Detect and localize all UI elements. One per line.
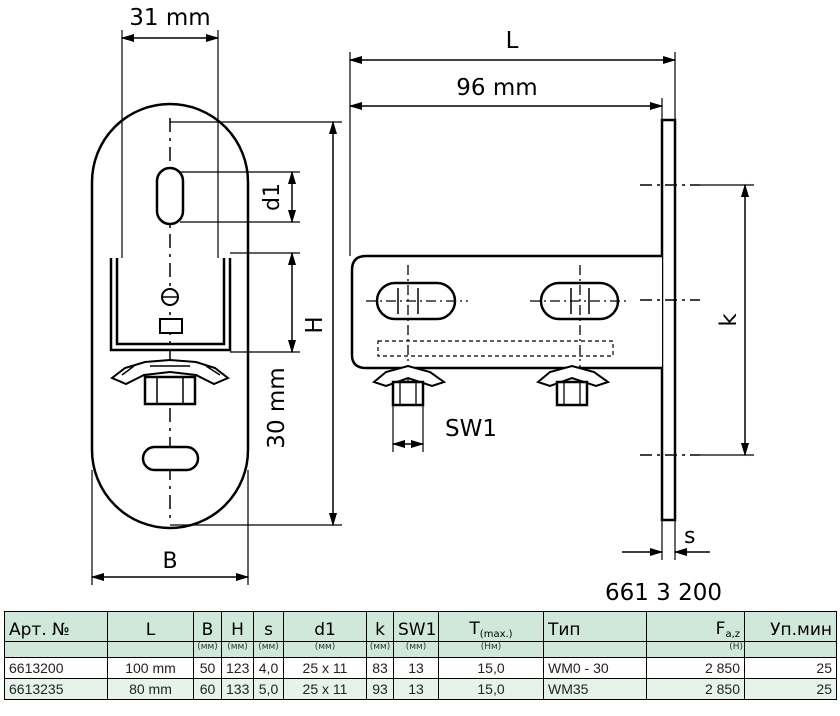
table-units-row: (мм) (мм) (мм) (мм) (мм) (мм) (Нм) (Н) [4, 641, 837, 658]
header-T-sub: (max.) [479, 629, 513, 640]
header-s: s [253, 611, 284, 642]
horizontal-slot [141, 445, 200, 472]
unit-SW1: (мм) [393, 641, 439, 658]
dim-d1: d1 [260, 183, 285, 211]
header-T: T(max.) [438, 611, 544, 642]
cell-F: 2 850 [646, 678, 745, 700]
header-art: Арт. № [4, 611, 108, 642]
table-row: 6613235 80 mm 60 133 5,0 25 x 11 93 13 1… [4, 678, 837, 700]
cell-B: 50 [193, 657, 222, 679]
cell-s: 5,0 [253, 678, 284, 700]
cell-SW1: 13 [393, 678, 439, 700]
unit-pack [744, 641, 837, 658]
header-d1: d1 [283, 611, 367, 642]
table-header-row: Арт. № L B H s d1 k SW1 T(max.) Тип Fa,z… [4, 611, 837, 642]
unit-art [4, 641, 108, 658]
hex-nut [143, 375, 197, 406]
vertical-slot [155, 166, 185, 226]
article-caption: 661 3 200 [605, 580, 722, 606]
cell-pack: 25 [744, 657, 837, 679]
cell-type: WM35 [543, 678, 647, 700]
arm-nut-1 [371, 364, 447, 407]
front-plate-outline [90, 102, 250, 530]
cell-B: 60 [193, 678, 222, 700]
cell-art: 6613200 [4, 657, 108, 679]
header-pack: Уп.мин [744, 611, 837, 642]
unit-k: (мм) [366, 641, 394, 658]
unit-T: (Нм) [438, 641, 544, 658]
dim-96mm: 96 mm [456, 75, 537, 101]
spring-nut [110, 358, 230, 386]
cell-H: 133 [221, 678, 254, 700]
cell-k: 93 [366, 678, 394, 700]
cell-s: 4,0 [253, 657, 284, 679]
u-bracket [109, 258, 232, 352]
dim-k: k [716, 313, 742, 327]
header-T-main: T [469, 619, 480, 639]
header-k: k [366, 611, 394, 642]
table-row: 6613200 100 mm 50 123 4,0 25 x 11 83 13 … [4, 657, 837, 679]
header-B: B [193, 611, 222, 642]
cell-T: 15,0 [438, 678, 544, 700]
dim-SW1: SW1 [445, 416, 497, 442]
cell-SW1: 13 [393, 657, 439, 679]
cell-art: 6613235 [4, 678, 108, 700]
header-L: L [107, 611, 194, 642]
header-F-sub: a,z [725, 629, 740, 640]
cell-L: 100 mm [107, 657, 194, 679]
cell-H: 123 [221, 657, 254, 679]
unit-d1: (мм) [283, 641, 367, 658]
cell-L: 80 mm [107, 678, 194, 700]
unit-H: (мм) [221, 641, 254, 658]
cell-type: WM0 - 30 [543, 657, 647, 679]
cell-d1: 25 x 11 [283, 678, 367, 700]
cell-k: 83 [366, 657, 394, 679]
cell-pack: 25 [744, 678, 837, 700]
dim-H: H [302, 316, 328, 333]
wall-plate [660, 118, 677, 522]
unit-L [107, 641, 194, 658]
dim-30mm: 30 mm [264, 367, 290, 448]
unit-B: (мм) [193, 641, 222, 658]
cell-T: 15,0 [438, 657, 544, 679]
arm-nut-2 [535, 364, 611, 407]
header-F: Fa,z [646, 611, 745, 642]
cell-F: 2 850 [646, 657, 745, 679]
dim-s: s [684, 524, 695, 549]
header-SW1: SW1 [393, 611, 439, 642]
cell-d1: 25 x 11 [283, 657, 367, 679]
header-type: Тип [543, 611, 647, 642]
dim-B: B [162, 549, 177, 574]
dim-L: L [506, 28, 519, 54]
unit-type [543, 641, 647, 658]
technical-drawing: 31 mm d1 30 mm H B [90, 5, 754, 606]
spec-table: Арт. № L B H s d1 k SW1 T(max.) Тип Fa,z… [4, 611, 837, 700]
unit-s: (мм) [253, 641, 284, 658]
header-H: H [221, 611, 254, 642]
front-view: 31 mm d1 30 mm H B [90, 5, 342, 585]
header-F-main: F [715, 619, 726, 639]
side-view: L 96 mm k SW1 s 661 3 200 [348, 28, 754, 606]
unit-F: (Н) [646, 641, 745, 658]
dim-31mm: 31 mm [129, 5, 210, 31]
